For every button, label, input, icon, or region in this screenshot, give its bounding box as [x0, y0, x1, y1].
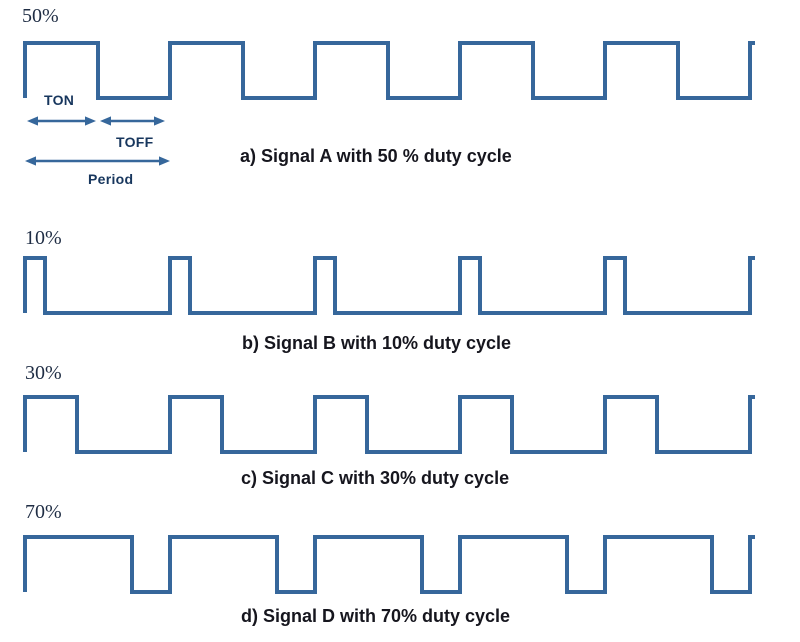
caption-signal-d: d) Signal D with 70% duty cycle — [241, 606, 511, 626]
toff-label: TOFF — [116, 134, 154, 150]
signal-b-waveform — [23, 256, 755, 315]
toff-dimension-arrow — [100, 116, 165, 126]
duty-percent-label-a: 50% — [22, 5, 59, 27]
duty-percent-label-d: 70% — [25, 501, 62, 523]
signal-d-waveform — [23, 535, 755, 594]
signal-c-waveform — [23, 395, 755, 454]
ton-label: TON — [44, 92, 75, 108]
caption-signal-c: c) Signal C with 30% duty cycle — [241, 468, 510, 488]
duty-percent-label-c: 30% — [25, 362, 62, 384]
ton-dimension-arrow — [27, 116, 96, 126]
duty-percent-label-b: 10% — [25, 227, 62, 249]
period-label: Period — [88, 171, 134, 187]
caption-signal-a: a) Signal A with 50 % duty cycle — [240, 146, 512, 166]
signal-a-waveform — [23, 41, 755, 100]
period-dimension-arrow — [25, 156, 170, 166]
caption-signal-b: b) Signal B with 10% duty cycle — [242, 333, 512, 353]
